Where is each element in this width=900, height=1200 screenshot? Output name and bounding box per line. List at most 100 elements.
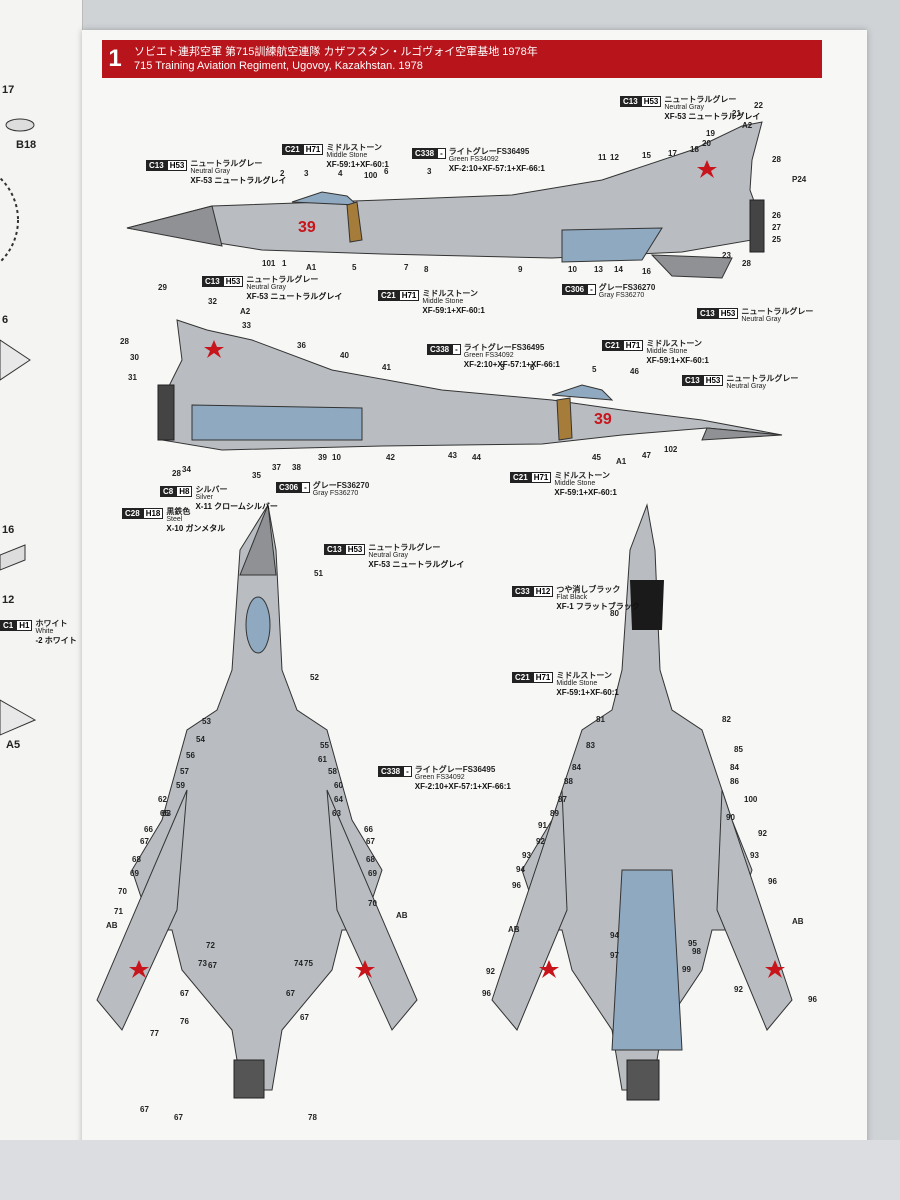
part-number: 100 [744,795,758,804]
part-number: 54 [196,735,205,744]
part-number: 3 [500,363,505,372]
part-label: 16 [2,524,15,536]
part-number: AB [396,911,408,920]
part-number: 66 [144,825,153,834]
part-number: 3 [427,167,432,176]
part-number: 91 [538,821,547,830]
part-number: 12 [610,153,619,162]
part-number: 67 [140,1105,149,1114]
part-number: 51 [314,569,323,578]
part-number: 44 [472,453,481,462]
part-number: 96 [768,877,777,886]
aircraft-number-side-right: 39 [594,411,612,428]
part-number: 35 [252,471,261,480]
part-number: 22 [754,101,763,110]
aircraft-drawings [96,121,793,1101]
part-number: 96 [808,995,817,1004]
part-number: 10 [568,265,577,274]
part-number: 31 [128,373,137,382]
part-number: 56 [186,751,195,760]
part-number: P24 [792,175,807,184]
part-number: 89 [550,809,559,818]
step-header: 1 ソビエト連邦空軍 第715訓練航空連隊 カザフスタン・ルゴヴォイ空軍基地 1… [102,40,822,78]
part-number: 87 [558,795,567,804]
part-number: 93 [522,851,531,860]
part-number: 7 [404,263,409,272]
part-number: 99 [682,965,691,974]
part-number: 28 [742,259,751,268]
part-number: 66 [364,825,373,834]
part-number: 74 [294,959,303,968]
part-number: 3 [304,169,309,178]
part-number: 17 [668,149,677,158]
part-number: 15 [642,151,651,160]
part-number: 52 [310,673,319,682]
part-number: 4 [338,169,343,178]
part-number: 60 [334,781,343,790]
part-number: 41 [382,363,391,372]
part-number: 88 [564,777,573,786]
step-number: 1 [108,45,122,72]
part-number: 21 [732,109,741,118]
part-number: 67 [140,837,149,846]
part-number: 82 [722,715,731,724]
part-number: 40 [340,351,349,360]
part-label: 12 [2,594,15,606]
part-number: 25 [772,235,781,244]
part-label: 17 [2,84,15,96]
part-number: 68 [366,855,375,864]
part-number: 102 [664,445,678,454]
part-number: 30 [130,353,139,362]
part-number: 23 [722,251,731,260]
part-number: 34 [182,465,191,474]
part-number: 96 [512,881,521,890]
part-number: 37 [272,463,281,472]
part-number: 69 [130,869,139,878]
part-number: 20 [702,139,711,148]
part-number: 90 [726,813,735,822]
part-number: 92 [758,829,767,838]
part-number: 73 [198,959,207,968]
part-number: 14 [614,265,623,274]
part-number: 62 [158,795,167,804]
part-number: 29 [158,283,167,292]
part-number: AB [792,917,804,926]
part-number: 86 [730,777,739,786]
part-number: 67 [300,1013,309,1022]
part-number: 92 [734,985,743,994]
part-number: 97 [610,951,619,960]
part-number: 16 [642,267,651,276]
part-number: 5 [592,365,597,374]
part-number: 43 [448,451,457,460]
part-number: 67 [180,989,189,998]
part-number: 55 [320,741,329,750]
part-number: 63 [162,809,171,818]
part-number: 5 [352,263,357,272]
part-number: 70 [368,899,377,908]
part-number: A1 [306,263,317,272]
part-number: 42 [386,453,395,462]
part-number: 28 [172,469,181,478]
part-number: 76 [180,1017,189,1026]
part-label: 6 [2,314,9,326]
part-number: 61 [318,755,327,764]
part-number: A2 [240,307,251,316]
part-number: 64 [334,795,343,804]
step-title-jp: ソビエト連邦空軍 第715訓練航空連隊 カザフスタン・ルゴヴォイ空軍基地 197… [134,46,538,58]
part-number: 10 [332,453,341,462]
